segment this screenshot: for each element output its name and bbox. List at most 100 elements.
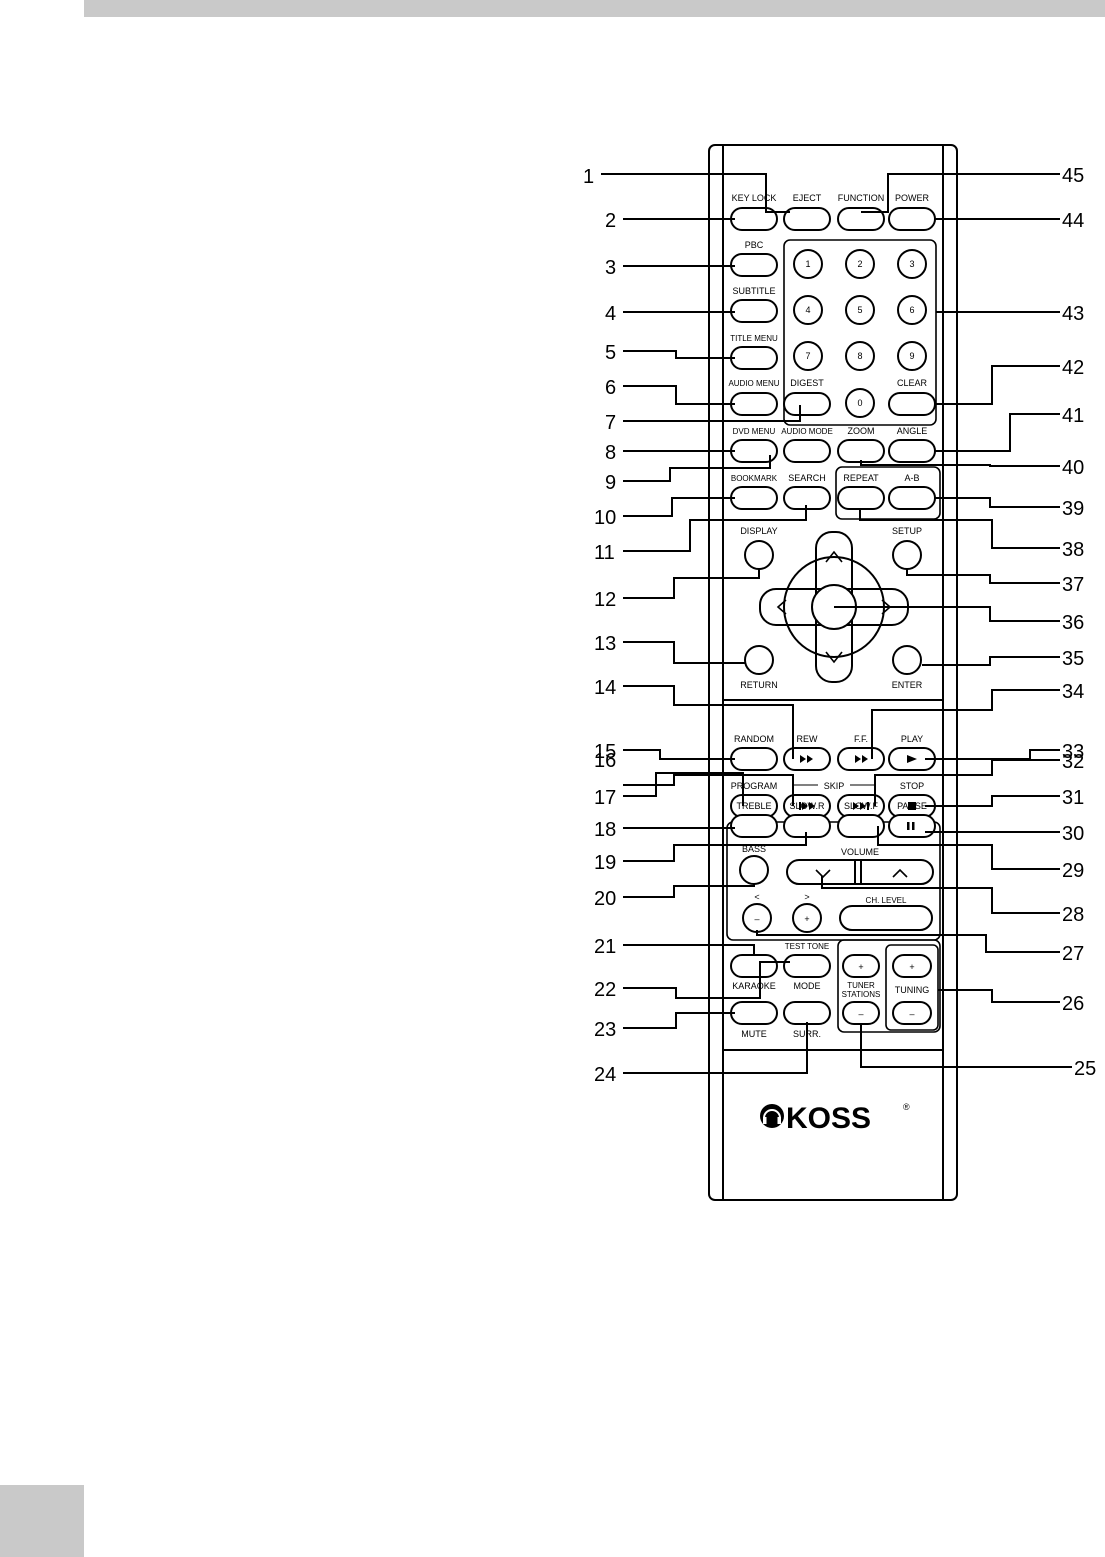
skip-back-icon <box>802 802 808 810</box>
treble-button[interactable] <box>730 814 778 838</box>
callout-3: 3 <box>605 257 616 279</box>
bass-button[interactable] <box>739 855 769 885</box>
audio-mode-button[interactable] <box>783 439 831 463</box>
digit-7-label: 7 <box>805 351 810 361</box>
eject-button[interactable] <box>783 207 831 231</box>
digit-6-button[interactable] <box>897 295 927 325</box>
tuning-up-button[interactable] <box>892 954 932 978</box>
callout-8: 8 <box>605 442 616 464</box>
test-tone-mode-button[interactable] <box>783 954 831 978</box>
registered-mark: ® <box>903 1102 910 1112</box>
callout-33: 33 <box>1062 741 1084 763</box>
callout-39: 39 <box>1062 498 1084 520</box>
callout-2: 2 <box>605 210 616 232</box>
callout-22: 22 <box>594 979 616 1001</box>
rewind-icon <box>800 755 806 763</box>
tuning-down-button[interactable] <box>892 1001 932 1025</box>
setup-button[interactable] <box>892 540 922 570</box>
callout-9: 9 <box>605 472 616 494</box>
function-label: FUNCTION <box>838 193 885 203</box>
callout-34: 34 <box>1062 681 1084 703</box>
digit-5-button[interactable] <box>845 295 875 325</box>
chevron-left-icon <box>776 599 787 615</box>
tuner-stations-up-button[interactable] <box>842 954 880 978</box>
angle-button[interactable] <box>888 439 936 463</box>
skip-forward-icon <box>853 802 859 810</box>
a-b-button[interactable] <box>888 486 936 510</box>
tuning-label: TUNING <box>895 985 930 995</box>
stop-icon <box>908 802 916 810</box>
return-label: RETURN <box>740 680 778 690</box>
title-menu-button[interactable] <box>730 346 778 370</box>
callout-24: 24 <box>594 1064 616 1086</box>
treble-label: TREBLE <box>736 801 771 811</box>
subtitle-button[interactable] <box>730 299 778 323</box>
slow-f-button[interactable] <box>837 814 885 838</box>
audio-menu-button[interactable] <box>730 392 778 416</box>
volume-up-icon <box>892 868 908 878</box>
tuning-minus-label: – <box>909 1009 914 1019</box>
stations-label: STATIONS <box>842 990 881 999</box>
tuning-plus-label: + <box>909 962 914 972</box>
plus-button[interactable] <box>792 903 822 933</box>
digest-label: DIGEST <box>790 378 824 388</box>
setup-label: SETUP <box>892 526 922 536</box>
callout-28: 28 <box>1062 904 1084 926</box>
callout-4: 4 <box>605 303 616 325</box>
callout-38: 38 <box>1062 539 1084 561</box>
repeat-label: REPEAT <box>843 473 879 483</box>
ff-label: F.F. <box>854 734 868 744</box>
callout-15: 15 <box>594 741 616 763</box>
numpad-frame <box>783 239 937 426</box>
zoom-button[interactable] <box>837 439 885 463</box>
plus-button-label: + <box>804 914 809 924</box>
digit-7-button[interactable] <box>793 341 823 371</box>
return-button[interactable] <box>744 645 774 675</box>
repeat-button[interactable] <box>837 486 885 510</box>
display-button[interactable] <box>744 540 774 570</box>
function-button[interactable] <box>837 207 885 231</box>
karaoke-button[interactable] <box>730 954 778 978</box>
volume-down-icon <box>815 869 831 879</box>
digit-9-label: 9 <box>909 351 914 361</box>
header-bar <box>84 0 1105 17</box>
digit-0-button[interactable] <box>845 388 875 418</box>
mute-label: MUTE <box>741 1029 767 1039</box>
digit-4-button[interactable] <box>793 295 823 325</box>
surr-button[interactable] <box>783 1001 831 1025</box>
callout-20: 20 <box>594 888 616 910</box>
callout-19: 19 <box>594 852 616 874</box>
play-label: PLAY <box>901 734 923 744</box>
ch-level-button[interactable] <box>839 905 933 931</box>
callout-7: 7 <box>605 412 616 434</box>
digit-8-button[interactable] <box>845 341 875 371</box>
power-button[interactable] <box>888 207 936 231</box>
bookmark-button[interactable] <box>730 486 778 510</box>
digit-2-button[interactable] <box>845 249 875 279</box>
callout-40: 40 <box>1062 457 1084 479</box>
callout-16: 16 <box>594 750 616 772</box>
less-label: < <box>754 892 759 902</box>
callout-32: 32 <box>1062 751 1084 773</box>
clear-button[interactable] <box>888 392 936 416</box>
pbc-button[interactable] <box>730 253 778 277</box>
enter-button[interactable] <box>892 645 922 675</box>
program-label: PROGRAM <box>731 781 778 791</box>
digit-1-button[interactable] <box>793 249 823 279</box>
callout-26: 26 <box>1062 993 1084 1015</box>
random-button[interactable] <box>730 747 778 771</box>
stop-label: STOP <box>900 781 924 791</box>
tuner-frame <box>837 939 941 1033</box>
skip-label: SKIP <box>824 781 845 791</box>
callout-12: 12 <box>594 589 616 611</box>
digit-3-button[interactable] <box>897 249 927 279</box>
tuner-minus-label: – <box>858 1009 863 1019</box>
mute-button[interactable] <box>730 1001 778 1025</box>
callout-23: 23 <box>594 1019 616 1041</box>
tuner-label: TUNER <box>847 981 875 990</box>
eject-label: EJECT <box>793 193 822 203</box>
digit-9-button[interactable] <box>897 341 927 371</box>
digest-button[interactable] <box>783 392 831 416</box>
audio-menu-label: AUDIO MENU <box>728 379 779 388</box>
